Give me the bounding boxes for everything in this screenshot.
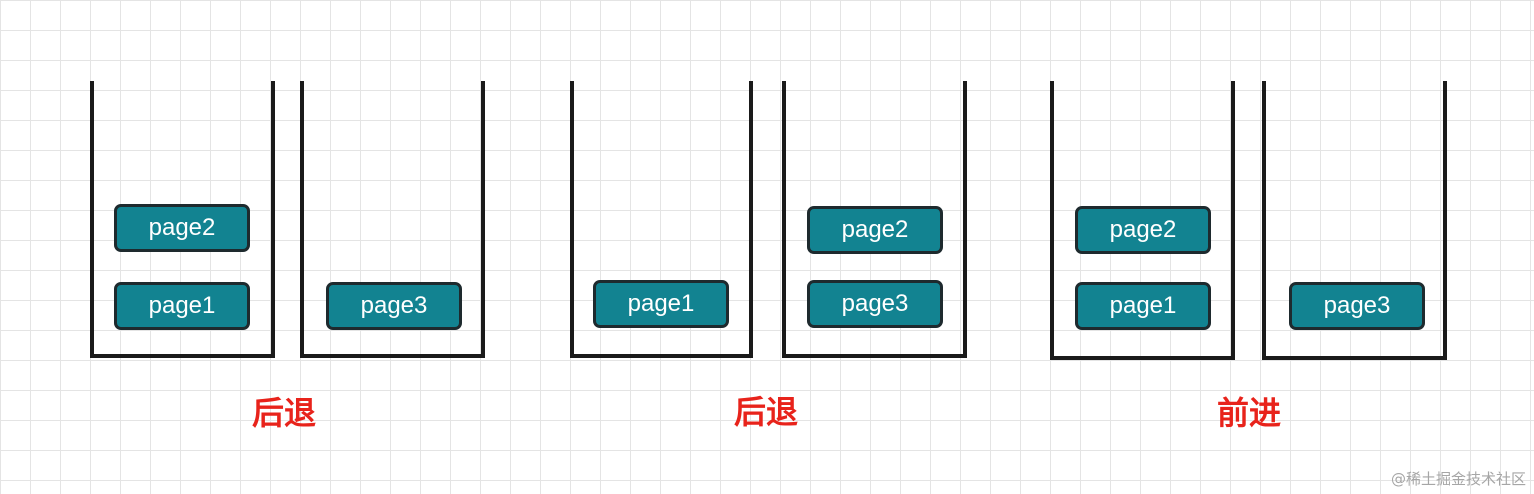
page-card: page1 xyxy=(593,280,729,328)
action-label: 后退 xyxy=(733,393,798,431)
page-card: page3 xyxy=(326,282,462,330)
page-card: page1 xyxy=(1075,282,1211,330)
left-stack xyxy=(570,81,753,358)
left-stack xyxy=(90,81,275,358)
page-card: page3 xyxy=(807,280,943,328)
page-card: page2 xyxy=(114,204,250,252)
right-stack xyxy=(1262,81,1447,360)
page-card: page2 xyxy=(1075,206,1211,254)
page-card: page3 xyxy=(1289,282,1425,330)
page-card: page2 xyxy=(807,206,943,254)
left-stack xyxy=(1050,81,1235,360)
action-label: 前进 xyxy=(1216,394,1281,432)
right-stack xyxy=(300,81,485,358)
right-stack xyxy=(782,81,967,358)
action-label: 后退 xyxy=(251,394,316,432)
watermark: @稀土掘金技术社区 xyxy=(1390,470,1526,488)
page-card: page1 xyxy=(114,282,250,330)
